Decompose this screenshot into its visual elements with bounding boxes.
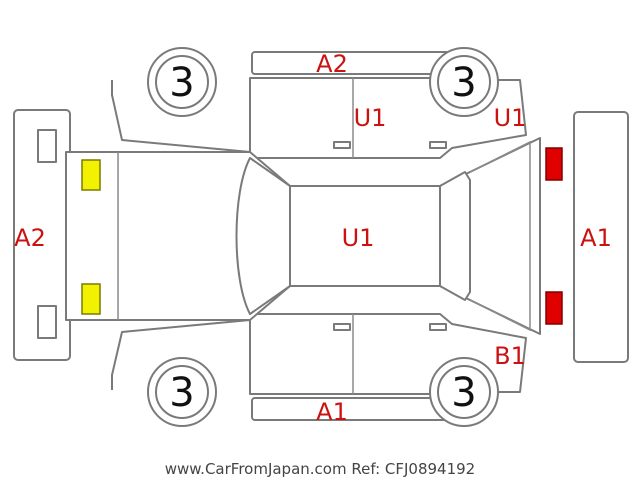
rear-bumper (573, 111, 629, 363)
wheel-front-top: 3 (147, 47, 217, 117)
rear-light-bottom (545, 291, 563, 325)
lower-door-handle-front (333, 323, 351, 331)
upper-door-handle-rear (429, 141, 447, 149)
wheel-label: 3 (451, 370, 476, 416)
front-light-bottom (81, 283, 101, 315)
label-rear-corner-bottom: B1 (494, 342, 526, 370)
rear-light-top (545, 147, 563, 181)
label-rear-corner-top: U1 (494, 104, 527, 132)
front-bumper-notch-bottom (37, 305, 57, 339)
wheel-label: 3 (169, 370, 194, 416)
side-strip-bottom (251, 397, 453, 421)
label-door-top: U1 (354, 104, 387, 132)
front-light-top (81, 159, 101, 191)
rear-window (439, 171, 471, 301)
label-rear-bumper: A1 (580, 224, 612, 252)
wheel-rear-bottom: 3 (429, 357, 499, 427)
label-roof-top: A2 (316, 50, 348, 78)
rear-deck (469, 140, 531, 332)
lower-door-handle-rear (429, 323, 447, 331)
roof-panel (289, 185, 441, 287)
front-bumper-notch-top (37, 129, 57, 163)
wheel-label: 3 (451, 60, 476, 106)
windshield (235, 157, 291, 315)
label-front-bumper: A2 (14, 224, 46, 252)
roof-strip-top (251, 51, 453, 75)
wheel-label: 3 (169, 60, 194, 106)
footer-reference: www.CarFromJapan.com Ref: CFJ0894192 (165, 460, 475, 478)
wheel-front-bottom: 3 (147, 357, 217, 427)
wheel-rear-top: 3 (429, 47, 499, 117)
upper-door-handle-front (333, 141, 351, 149)
label-door-bottom: A1 (316, 398, 348, 426)
label-hood: U1 (342, 224, 375, 252)
